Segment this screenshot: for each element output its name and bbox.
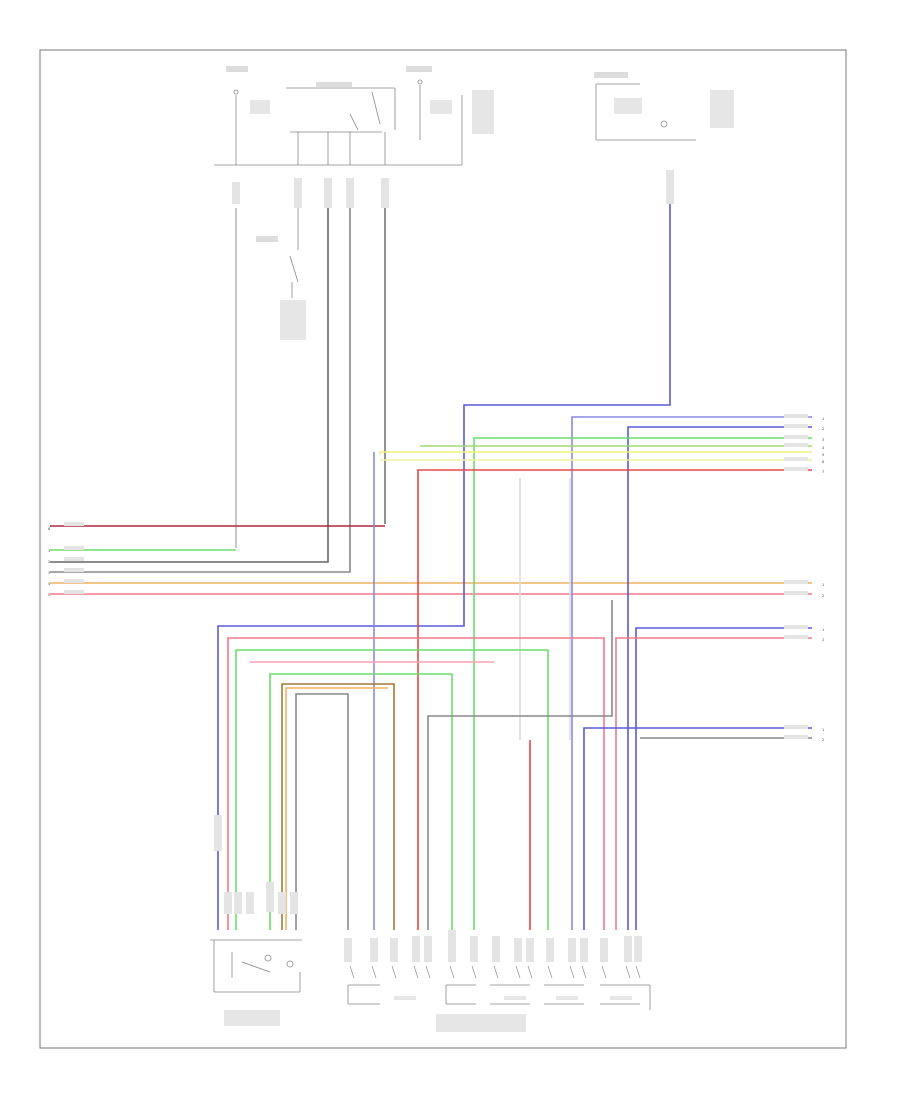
right-top-pin-2: 2 — [822, 427, 824, 431]
right-bot-pin-2: 2 — [822, 738, 824, 742]
right-top-pin-5: 5 — [822, 453, 824, 457]
left-pin-1: 1 — [48, 549, 50, 553]
diagram-frame — [39, 49, 847, 1049]
bottom-left-module — [210, 815, 302, 1026]
wires — [50, 204, 812, 930]
sensor-module — [594, 72, 734, 141]
top-wire-labels — [232, 170, 674, 208]
right-top-pin-3: 3 — [822, 438, 824, 442]
control-unit — [344, 930, 651, 1032]
right-mid2-pin-2: 2 — [822, 638, 824, 642]
left-pin-6: 6 — [48, 527, 50, 531]
right-top-pin-1: 1 — [822, 417, 824, 421]
left-pin-3: 3 — [48, 571, 50, 575]
left-pin-2: 2 — [48, 560, 50, 564]
right-mid-pin-2: 2 — [822, 594, 824, 598]
right-top-pin-6: 6 — [822, 460, 824, 464]
ground-switch — [256, 208, 306, 340]
right-top-pin-4: 4 — [822, 446, 825, 450]
switch-module — [214, 66, 494, 166]
right-mid-pin-1: 1 — [822, 583, 824, 587]
right-mid2-pin-1: 1 — [822, 628, 824, 632]
left-connector: 1 2 3 4 5 6 — [48, 522, 84, 597]
right-connectors: 1 2 3 4 5 6 7 1 2 1 2 1 2 — [784, 414, 825, 742]
left-pin-4: 4 — [48, 582, 51, 586]
right-top-pin-7: 7 — [822, 470, 824, 474]
left-pin-5: 5 — [48, 593, 50, 597]
right-bot-pin-1: 1 — [822, 728, 824, 732]
